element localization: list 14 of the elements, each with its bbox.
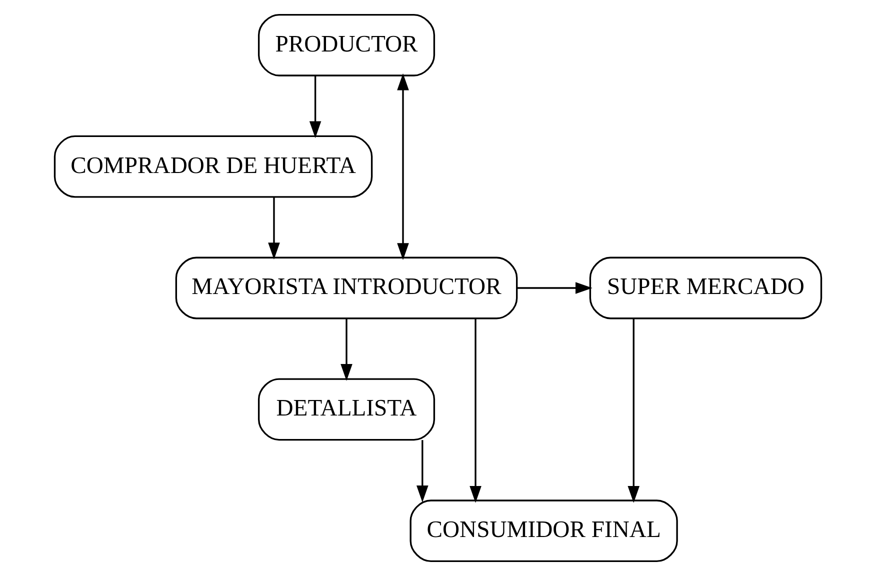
node-box: PRODUCTOR: [258, 14, 436, 76]
node-box: CONSUMIDOR FINAL: [410, 500, 678, 562]
arrow: [470, 318, 482, 503]
arrow: [268, 197, 280, 260]
arrow: [340, 318, 352, 381]
arrow: [397, 73, 409, 260]
arrow: [309, 76, 322, 138]
arrow: [416, 440, 428, 502]
node-box: DETALLISTA: [258, 378, 436, 441]
arrow: [517, 282, 592, 294]
node-box: MAYORISTA INTRODUCTOR: [175, 256, 518, 320]
arrow: [628, 318, 640, 503]
node-box: SUPER MERCADO: [589, 256, 822, 320]
node-box: COMPRADOR DE HUERTA: [54, 135, 373, 198]
